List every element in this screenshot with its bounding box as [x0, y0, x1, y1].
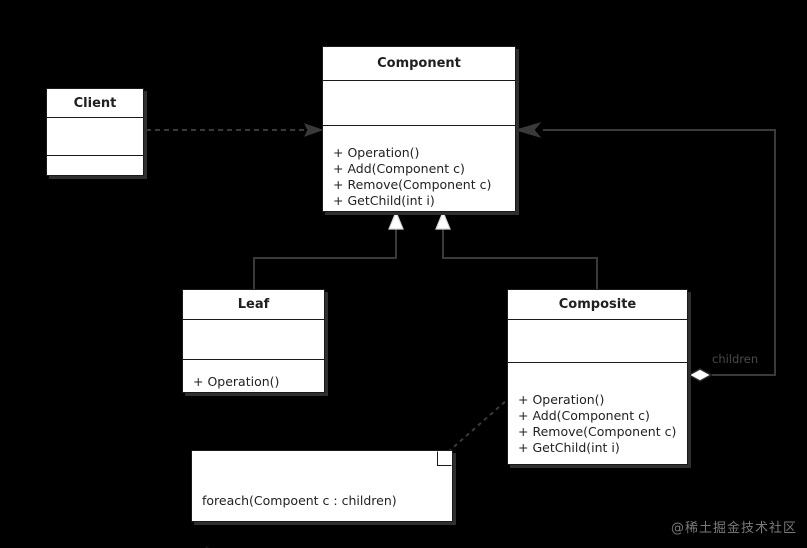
note-line: foreach(Compoent c : children)	[202, 493, 397, 508]
operation-line: + Remove(Component c)	[518, 424, 677, 439]
note-text: foreach(Compoent c : children) { child.O…	[192, 451, 452, 548]
dependency-client-to-component	[146, 123, 324, 137]
class-attributes-leaf	[183, 319, 324, 359]
class-title-component: Component	[377, 56, 461, 71]
class-title-composite: Composite	[558, 297, 637, 312]
class-attributes-client	[47, 117, 143, 155]
operation-line: + Operation()	[193, 374, 280, 389]
class-operations-client	[47, 155, 143, 177]
generalization-composite-to-component	[435, 210, 598, 289]
class-box-client[interactable]: Client	[46, 88, 144, 176]
class-attributes-composite	[508, 319, 687, 362]
class-attributes-component	[323, 80, 515, 125]
class-operations-composite: + Operation() + Add(Component c) + Remov…	[508, 362, 687, 466]
operation-line: + Operation()	[333, 145, 420, 160]
generalization-leaf-to-component	[253, 210, 404, 289]
operation-line: + GetChild(int i)	[333, 193, 435, 208]
class-operations-leaf: + Operation()	[183, 359, 324, 394]
note-box-composite-operation[interactable]: foreach(Compoent c : children) { child.O…	[191, 450, 453, 548]
class-box-component[interactable]: Component + Operation() + Add(Component …	[322, 46, 516, 212]
association-label-children: children	[712, 352, 759, 366]
class-box-leaf[interactable]: Leaf + Operation()	[182, 289, 325, 393]
class-operations-component: + Operation() + Add(Component c) + Remov…	[323, 125, 515, 213]
class-title-client: Client	[73, 95, 117, 111]
operation-line: + Add(Component c)	[518, 408, 650, 423]
note-line: {	[202, 543, 442, 548]
watermark-text: @稀土掘金技术社区	[670, 521, 797, 536]
operation-line: + Operation()	[518, 392, 605, 407]
operation-line: + Remove(Component c)	[333, 177, 492, 192]
class-box-composite[interactable]: Composite + Operation() + Add(Component …	[507, 289, 688, 465]
note-anchor-line	[447, 399, 508, 453]
operation-line: + Add(Component c)	[333, 161, 465, 176]
class-title-leaf: Leaf	[237, 297, 270, 312]
operation-line: + GetChild(int i)	[518, 440, 620, 455]
